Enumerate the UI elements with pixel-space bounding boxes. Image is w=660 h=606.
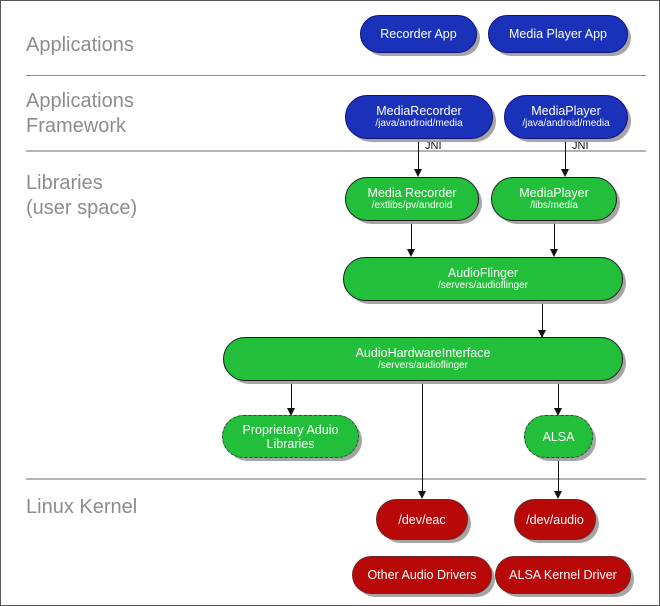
node-subtitle: /servers/audioflinger [377, 360, 469, 371]
node-title: AudioFlinger [447, 266, 519, 280]
connector-mediaplayer-audioflinger [554, 221, 555, 255]
arrowhead-ahi-proprietary [286, 408, 295, 416]
node-title: AudioHardwareInterface [355, 346, 491, 360]
node-title: Recorder App [380, 27, 457, 41]
node-subtitle: /libs/media [530, 200, 578, 211]
node-title: Proprietary Aduio [242, 422, 339, 437]
arrowhead-mediaplayer-audioflinger [549, 249, 558, 257]
connector-mediarecorder-audioflinger [411, 221, 412, 255]
connector-ahi-proprietary [291, 381, 292, 413]
node-subtitle: /java/android/media [375, 118, 463, 129]
arrowhead-audioflinger-ahi [537, 330, 546, 338]
arrowhead-mediarecorder-jni [413, 169, 422, 177]
node-subtitle: /extlibs/pv/android [371, 200, 453, 211]
layer-label-applications-framework: Applications Framework [26, 90, 134, 137]
arrowhead-ahi-dev-eac [417, 491, 426, 499]
connector-alsa-dev-audio [558, 458, 559, 497]
node-dev-audio[interactable]: /dev/audio [514, 499, 596, 540]
divider-applications [26, 75, 646, 76]
node-other-audio-drivers[interactable]: Other Audio Drivers [352, 556, 492, 594]
node-recorder-app[interactable]: Recorder App [360, 15, 477, 53]
node-title: Media Recorder [367, 186, 457, 200]
node-title: /dev/audio [526, 512, 584, 527]
connector-ahi-alsa [558, 381, 559, 413]
node-title: MediaPlayer [531, 104, 601, 118]
node-proprietary-audio-libraries[interactable]: Proprietary Aduio Libraries [222, 415, 359, 458]
connector-mediarecorder-jni [418, 139, 419, 175]
node-title: Other Audio Drivers [367, 568, 477, 582]
node-media-recorder-lib[interactable]: Media Recorder /extlibs/pv/android [345, 177, 479, 221]
node-subtitle: /servers/audioflinger [437, 280, 529, 291]
node-title: MediaPlayer [519, 186, 589, 200]
connector-audioflinger-ahi [542, 301, 543, 337]
arrowhead-ahi-alsa [553, 408, 562, 416]
arrowhead-mediarecorder-audioflinger [406, 249, 415, 257]
node-audiohardwareinterface[interactable]: AudioHardwareInterface /servers/audiofli… [223, 337, 623, 381]
node-audioflinger[interactable]: AudioFlinger /servers/audioflinger [343, 257, 623, 301]
layer-label-linux-kernel: Linux Kernel [26, 496, 138, 518]
node-title: ALSA [542, 429, 575, 444]
node-mediaplayer-lib[interactable]: MediaPlayer /libs/media [491, 177, 617, 221]
arrowhead-alsa-dev-audio [553, 491, 562, 499]
layer-label-libraries: Libraries (user space) [26, 172, 138, 219]
node-dev-eac[interactable]: /dev/eac [376, 499, 468, 540]
arrowhead-mediaplayer-jni [560, 169, 569, 177]
connector-label-jni-right: JNI [572, 140, 589, 152]
node-subtitle: Libraries [266, 436, 315, 451]
node-alsa[interactable]: ALSA [524, 415, 593, 458]
divider-kernel [26, 478, 646, 480]
node-title: ALSA Kernel Driver [509, 568, 617, 582]
node-subtitle: /java/android/media [522, 118, 610, 129]
connector-ahi-dev-eac [422, 381, 423, 497]
node-title: /dev/eac [398, 512, 446, 527]
layer-label-applications: Applications [26, 34, 134, 56]
connector-label-jni-left: JNI [425, 140, 442, 152]
node-title: MediaRecorder [376, 104, 462, 118]
divider-framework [26, 150, 646, 152]
node-media-player-app[interactable]: Media Player App [488, 15, 628, 53]
node-title: Media Player App [509, 27, 607, 41]
node-mediaplayer-framework[interactable]: MediaPlayer /java/android/media [504, 95, 628, 139]
node-alsa-kernel-driver[interactable]: ALSA Kernel Driver [495, 556, 631, 594]
node-mediarecorder-framework[interactable]: MediaRecorder /java/android/media [345, 95, 493, 139]
connector-mediaplayer-jni [565, 139, 566, 175]
